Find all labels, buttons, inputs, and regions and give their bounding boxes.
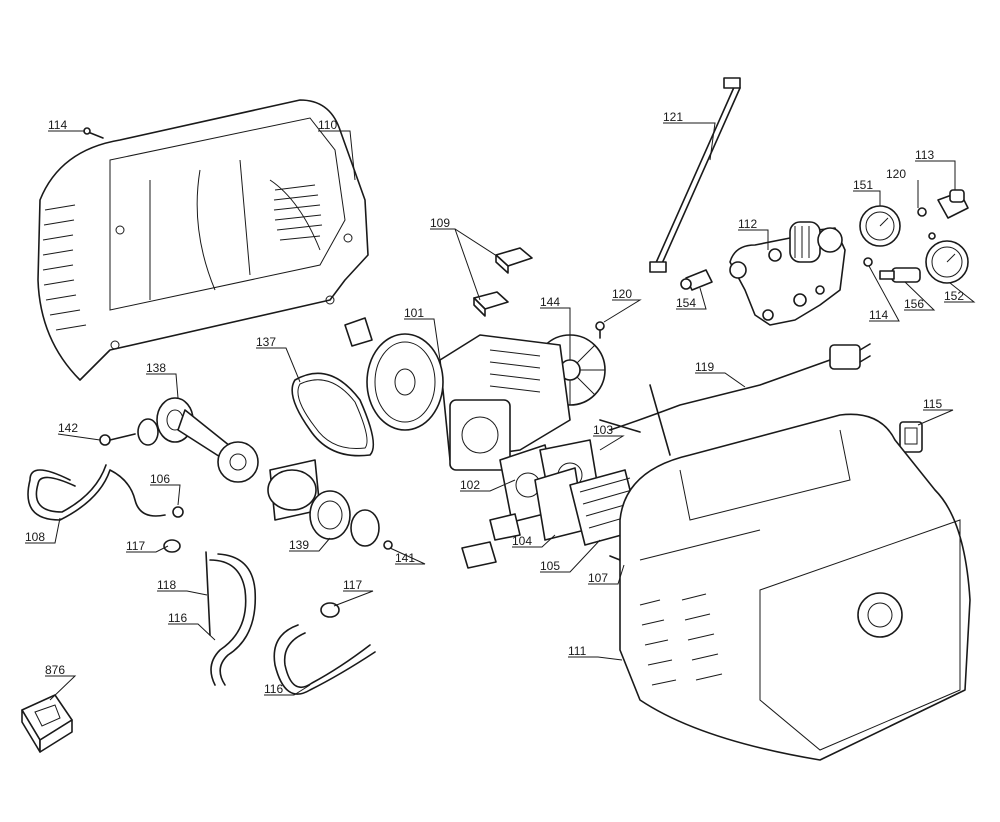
callout-141: 141 [395,551,415,565]
part-117-clamp-a [163,539,181,553]
callout-113: 113 [915,148,934,162]
callout-102: 102 [460,478,480,492]
part-114-screw [83,127,104,139]
callout-876: 876 [45,663,65,677]
callout-114: 114 [869,308,888,322]
callout-120: 120 [612,287,632,301]
callout-labels: 114 110 109 121 113 120 151 112 154 114 … [25,110,964,696]
part-120-screw-middle [595,321,605,339]
part-119-power-cord [599,343,871,456]
callout-154: 154 [676,296,696,310]
callout-121: 121 [663,110,683,124]
part-152-gauge [925,240,969,284]
callout-109: 109 [430,216,450,230]
callout-156: 156 [904,297,924,311]
part-154-fitting [680,269,713,291]
callout-120: 120 [886,167,906,181]
callout-110: 110 [318,118,337,132]
vent-slots [42,204,87,331]
callout-105: 105 [540,559,560,573]
part-121-pressure-tube [649,77,741,273]
callout-151: 151 [853,178,873,192]
callout-139: 139 [289,538,309,552]
callout-116: 116 [264,682,283,696]
part-109-foam-pads [473,247,533,317]
callout-104: 104 [512,534,532,548]
callout-116: 116 [168,611,187,625]
part-151-gauge [859,205,901,247]
part-141-screw [350,509,393,550]
part-116-hose-a [209,553,257,686]
part-101-motor [366,333,571,471]
part-120-screw [917,207,936,240]
callout-142: 142 [58,421,78,435]
part-108-hose [27,464,166,521]
part-137-belt [291,372,375,457]
callout-117: 117 [126,539,145,553]
callout-118: 118 [157,578,176,592]
part-139-cylinder [267,459,351,540]
callout-107: 107 [588,571,608,585]
part-116-hose-b [273,624,376,695]
part-118-tie [205,551,211,636]
part-113-pressure-switch [937,189,969,219]
callout-115: 115 [923,397,942,411]
callout-101: 101 [404,306,424,320]
leader-lines [25,122,976,701]
callout-138: 138 [146,361,166,375]
fin-grille [273,184,323,241]
part-111-front-housing [619,413,971,761]
callout-106: 106 [150,472,170,486]
part-106-clamp [172,506,184,518]
part-115-switch [899,421,923,453]
callout-114: 114 [48,118,67,132]
part-117-clamp-b [320,602,340,618]
callout-117: 117 [343,578,362,592]
callout-108: 108 [25,530,45,544]
part-876-kit-box [21,694,73,753]
part-114-screw-right [863,257,873,267]
callout-103: 103 [593,423,613,437]
part-156-coupler [879,267,921,283]
callout-119: 119 [695,360,714,374]
callout-152: 152 [944,289,964,303]
callout-111: 111 [568,644,587,658]
part-142-screw [99,418,159,446]
front-vent-slots [639,593,723,686]
callout-144: 144 [540,295,560,309]
callout-137: 137 [256,335,276,349]
square-gaskets [344,317,521,569]
part-110-rear-shroud [37,99,369,381]
callout-112: 112 [738,217,757,231]
part-138-connecting-rod [156,397,259,483]
part-112-manifold [729,221,846,326]
